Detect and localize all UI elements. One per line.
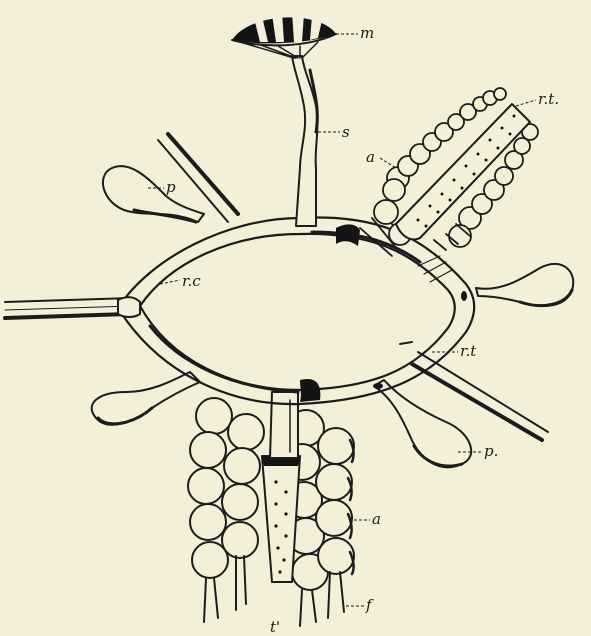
pouch-upper-left — [103, 166, 204, 222]
label-s-text: s — [342, 123, 350, 141]
label-f: f — [346, 596, 374, 614]
label-a-upper: a — [366, 148, 396, 168]
label-t-prime: t' — [270, 618, 280, 636]
label-a-upper-text: a — [366, 148, 375, 166]
label-s: s — [318, 123, 350, 141]
label-rc: r.c — [160, 272, 201, 290]
label-p-left-text: p — [166, 178, 176, 196]
pouch-lower-right — [374, 380, 471, 467]
label-rt-upper: r.t. — [516, 90, 559, 108]
mouth-fan — [232, 12, 336, 58]
pouch-right — [476, 264, 573, 306]
upper-gonad-cluster — [360, 88, 538, 256]
ring-canal — [118, 217, 474, 404]
label-m-text: m — [360, 24, 374, 42]
label-p-right-text: p. — [484, 442, 498, 460]
pouch-lower-left — [92, 372, 200, 425]
left-radial-tentacle — [5, 298, 132, 318]
lower-manubrium-tube — [262, 392, 300, 582]
manubrium-stalk — [292, 56, 317, 226]
label-a-lower: a — [354, 510, 381, 528]
label-t-prime-text: t' — [270, 618, 280, 636]
label-m: m — [336, 24, 374, 42]
label-a-lower-text: a — [372, 510, 381, 528]
label-rt-right-text: r.t — [460, 342, 477, 360]
label-rc-text: r.c — [182, 272, 201, 290]
label-f-text: f — [365, 596, 374, 614]
label-rt-upper-text: r.t. — [538, 90, 559, 108]
